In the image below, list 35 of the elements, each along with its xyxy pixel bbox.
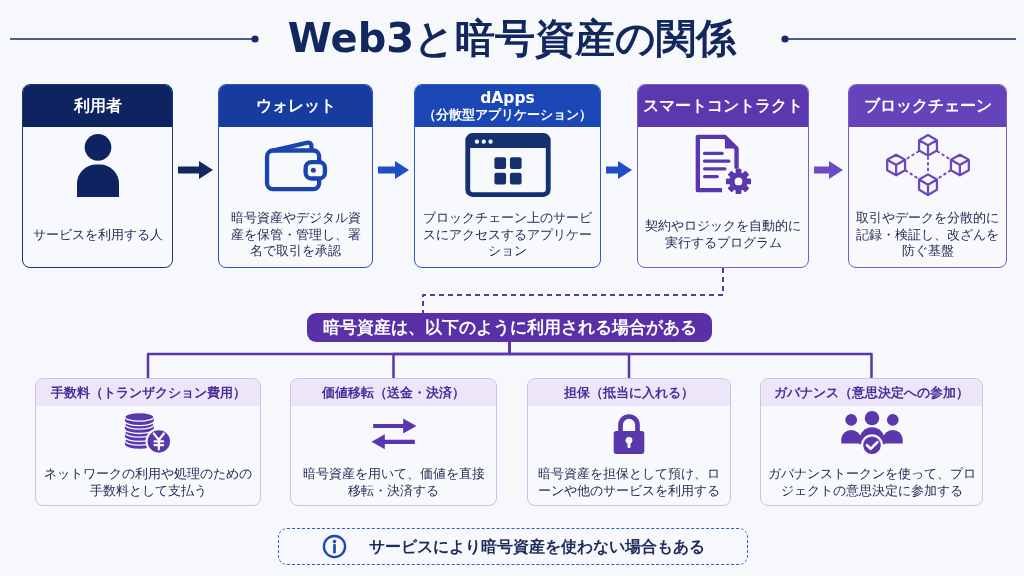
card-description: 暗号資産を用いて、価値を直接移転・決済する — [301, 465, 486, 500]
card-description: 暗号資産を担保として預け、ローンや他のサービスを利用する — [537, 465, 721, 500]
note-box — [278, 528, 748, 565]
banner — [307, 313, 712, 342]
process-card — [637, 84, 809, 268]
card-title: dApps — [480, 88, 535, 108]
card-title: 手数料（トランザクション費用） — [50, 384, 246, 401]
card-subtitle: （分散型アプリケーション） — [423, 107, 592, 124]
card-description: 暗号資産やデジタル資産を保管・管理し、署名で取引を承認 — [229, 209, 362, 261]
process-card — [414, 84, 601, 268]
card-description: ブロックチェーン上のサービスにアクセスするアプリケーション — [422, 209, 593, 261]
card-title: ガバナンス（意思決定への参加） — [774, 384, 969, 401]
title: Web3と暗号資産の関係 — [287, 16, 737, 60]
card-title: ブロックチェーン — [863, 96, 992, 116]
use-case-card — [760, 378, 983, 506]
process-card — [848, 84, 1007, 268]
banner-text: 暗号資産は、以下のように利用される場合がある — [322, 317, 697, 338]
card-title: 担保（抵当に入れる） — [564, 384, 694, 401]
process-card — [218, 84, 373, 268]
card-title: 価値移転（送金・決済） — [322, 384, 465, 401]
card-description: 取引やデークを分散的に記録・検証し、改ざんを防ぐ基盤 — [855, 209, 1000, 261]
process-card — [22, 84, 173, 268]
card-description: サービスを利用する人 — [32, 226, 163, 244]
card-description: ガバナンストークンを使って、プロジェクトの意思決定に参加する — [767, 465, 976, 500]
dashed-connector — [422, 267, 724, 314]
connector-line — [508, 342, 873, 378]
card-description: 契約やロジックを自動的に実行するプログラム — [644, 218, 802, 252]
use-case-card — [290, 378, 497, 506]
card-title: ウォレット — [255, 96, 336, 116]
note-text: サービスにより暗号資産を使わない場合もある — [368, 536, 705, 557]
card-description: ネットワークの利用や処理のための手数料として支払う — [43, 465, 253, 500]
card-title: スマートコントラクト — [643, 96, 803, 116]
use-case-card — [527, 378, 731, 506]
card-title: 利用者 — [73, 96, 122, 116]
use-case-card — [35, 378, 261, 506]
